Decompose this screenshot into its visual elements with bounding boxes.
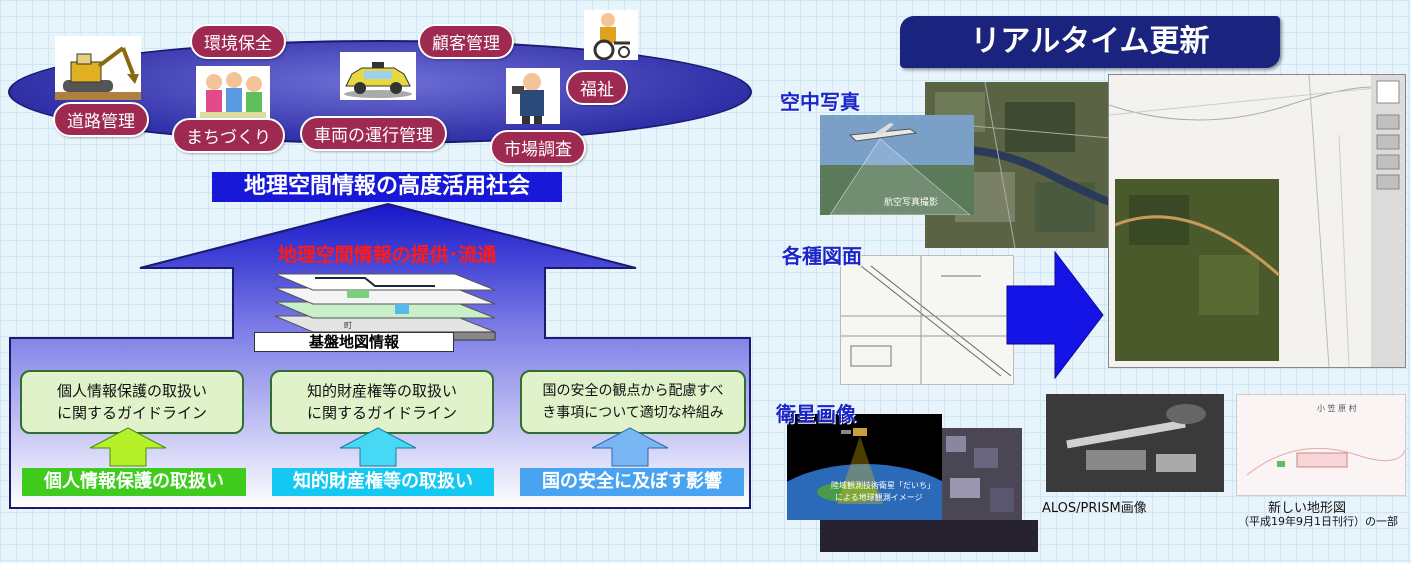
right-arrow	[1006, 250, 1104, 380]
alos-prism-image	[1046, 394, 1224, 492]
guideline-box-personal-info: 個人情報保護の取扱い に関するガイドライン	[20, 370, 244, 434]
new-map-caption-line1: 新しい地形図	[1268, 501, 1347, 516]
band-intellectual-property: 知的財産権等の取扱い	[272, 468, 494, 496]
realtime-banner: リアルタイム更新	[900, 16, 1280, 68]
heading-satellite: 衛星画像	[776, 402, 856, 426]
guideline-line1: 個人情報保護の取扱い	[56, 382, 207, 400]
base-map-label: 基盤地図情報	[254, 332, 454, 352]
pill-welfare: 福祉	[566, 70, 628, 105]
surveyor-illustration	[506, 68, 560, 124]
map-small-label: 町	[344, 321, 352, 330]
pill-market-research: 市場調査	[490, 130, 586, 165]
satellite-daichi-image: 陸域観測技術衛星「だいち」 による地球観測イメージ	[787, 414, 942, 520]
guideline-line1: 国の安全の観点から配慮すべ	[542, 383, 724, 399]
satellite-caption-line1: 陸域観測技術衛星「だいち」	[831, 481, 935, 490]
guideline-line2: き事項について適切な枠組み	[542, 405, 724, 421]
satellite-caption-line2: による地球観測イメージ	[835, 493, 923, 502]
heading-drawings: 各種図面	[782, 244, 862, 268]
band-national-security: 国の安全に及ぼす影響	[520, 468, 744, 496]
guideline-line2: に関するガイドライン	[56, 404, 207, 422]
satellite-city-image	[940, 428, 1022, 520]
guideline-box-national-security: 国の安全の観点から配慮すべ き事項について適切な枠組み	[520, 370, 746, 434]
pill-road-management: 道路管理	[53, 102, 149, 137]
drawings-image	[840, 255, 1014, 385]
new-map-caption-line2: （平成19年9月1日刊行）の一部	[1238, 515, 1398, 528]
alos-caption: ALOS/PRISM画像	[1042, 501, 1147, 516]
pill-environment: 環境保全	[190, 24, 286, 59]
pill-town-planning: まちづくり	[172, 118, 285, 153]
taxi-illustration	[340, 52, 416, 100]
up-arrow-cyan	[339, 427, 417, 467]
guideline-box-ip: 知的財産権等の取扱い に関するガイドライン	[270, 370, 494, 434]
aerial-caption: 航空写真撮影	[884, 198, 939, 208]
children-illustration	[196, 66, 270, 124]
aerial-photo-plane-image: 航空写真撮影	[820, 115, 974, 215]
up-arrow-green	[89, 427, 167, 467]
flow-title: 地理空間情報の提供･流通	[277, 244, 497, 266]
pill-customer-management: 顧客管理	[418, 24, 514, 59]
satellite-bottom-image	[820, 520, 1038, 552]
guideline-line2: に関するガイドライン	[306, 404, 457, 422]
guideline-line1: 知的財産権等の取扱い	[306, 382, 457, 400]
new-topographic-map-image: 小 笠 原 村	[1236, 394, 1406, 496]
realtime-banner-text: リアルタイム更新	[970, 24, 1210, 59]
heading-aerial-photo: 空中写真	[780, 90, 860, 114]
svg-text:小 笠 原 村: 小 笠 原 村	[1317, 403, 1357, 413]
wheelchair-illustration	[584, 10, 638, 61]
society-title: 地理空間情報の高度活用社会	[212, 172, 562, 202]
up-arrow-blue	[591, 427, 669, 467]
band-personal-info: 個人情報保護の取扱い	[22, 468, 246, 496]
pill-vehicle-operation: 車両の運行管理	[300, 116, 447, 151]
excavator-illustration	[55, 36, 141, 100]
updated-map-screen	[1108, 74, 1406, 368]
